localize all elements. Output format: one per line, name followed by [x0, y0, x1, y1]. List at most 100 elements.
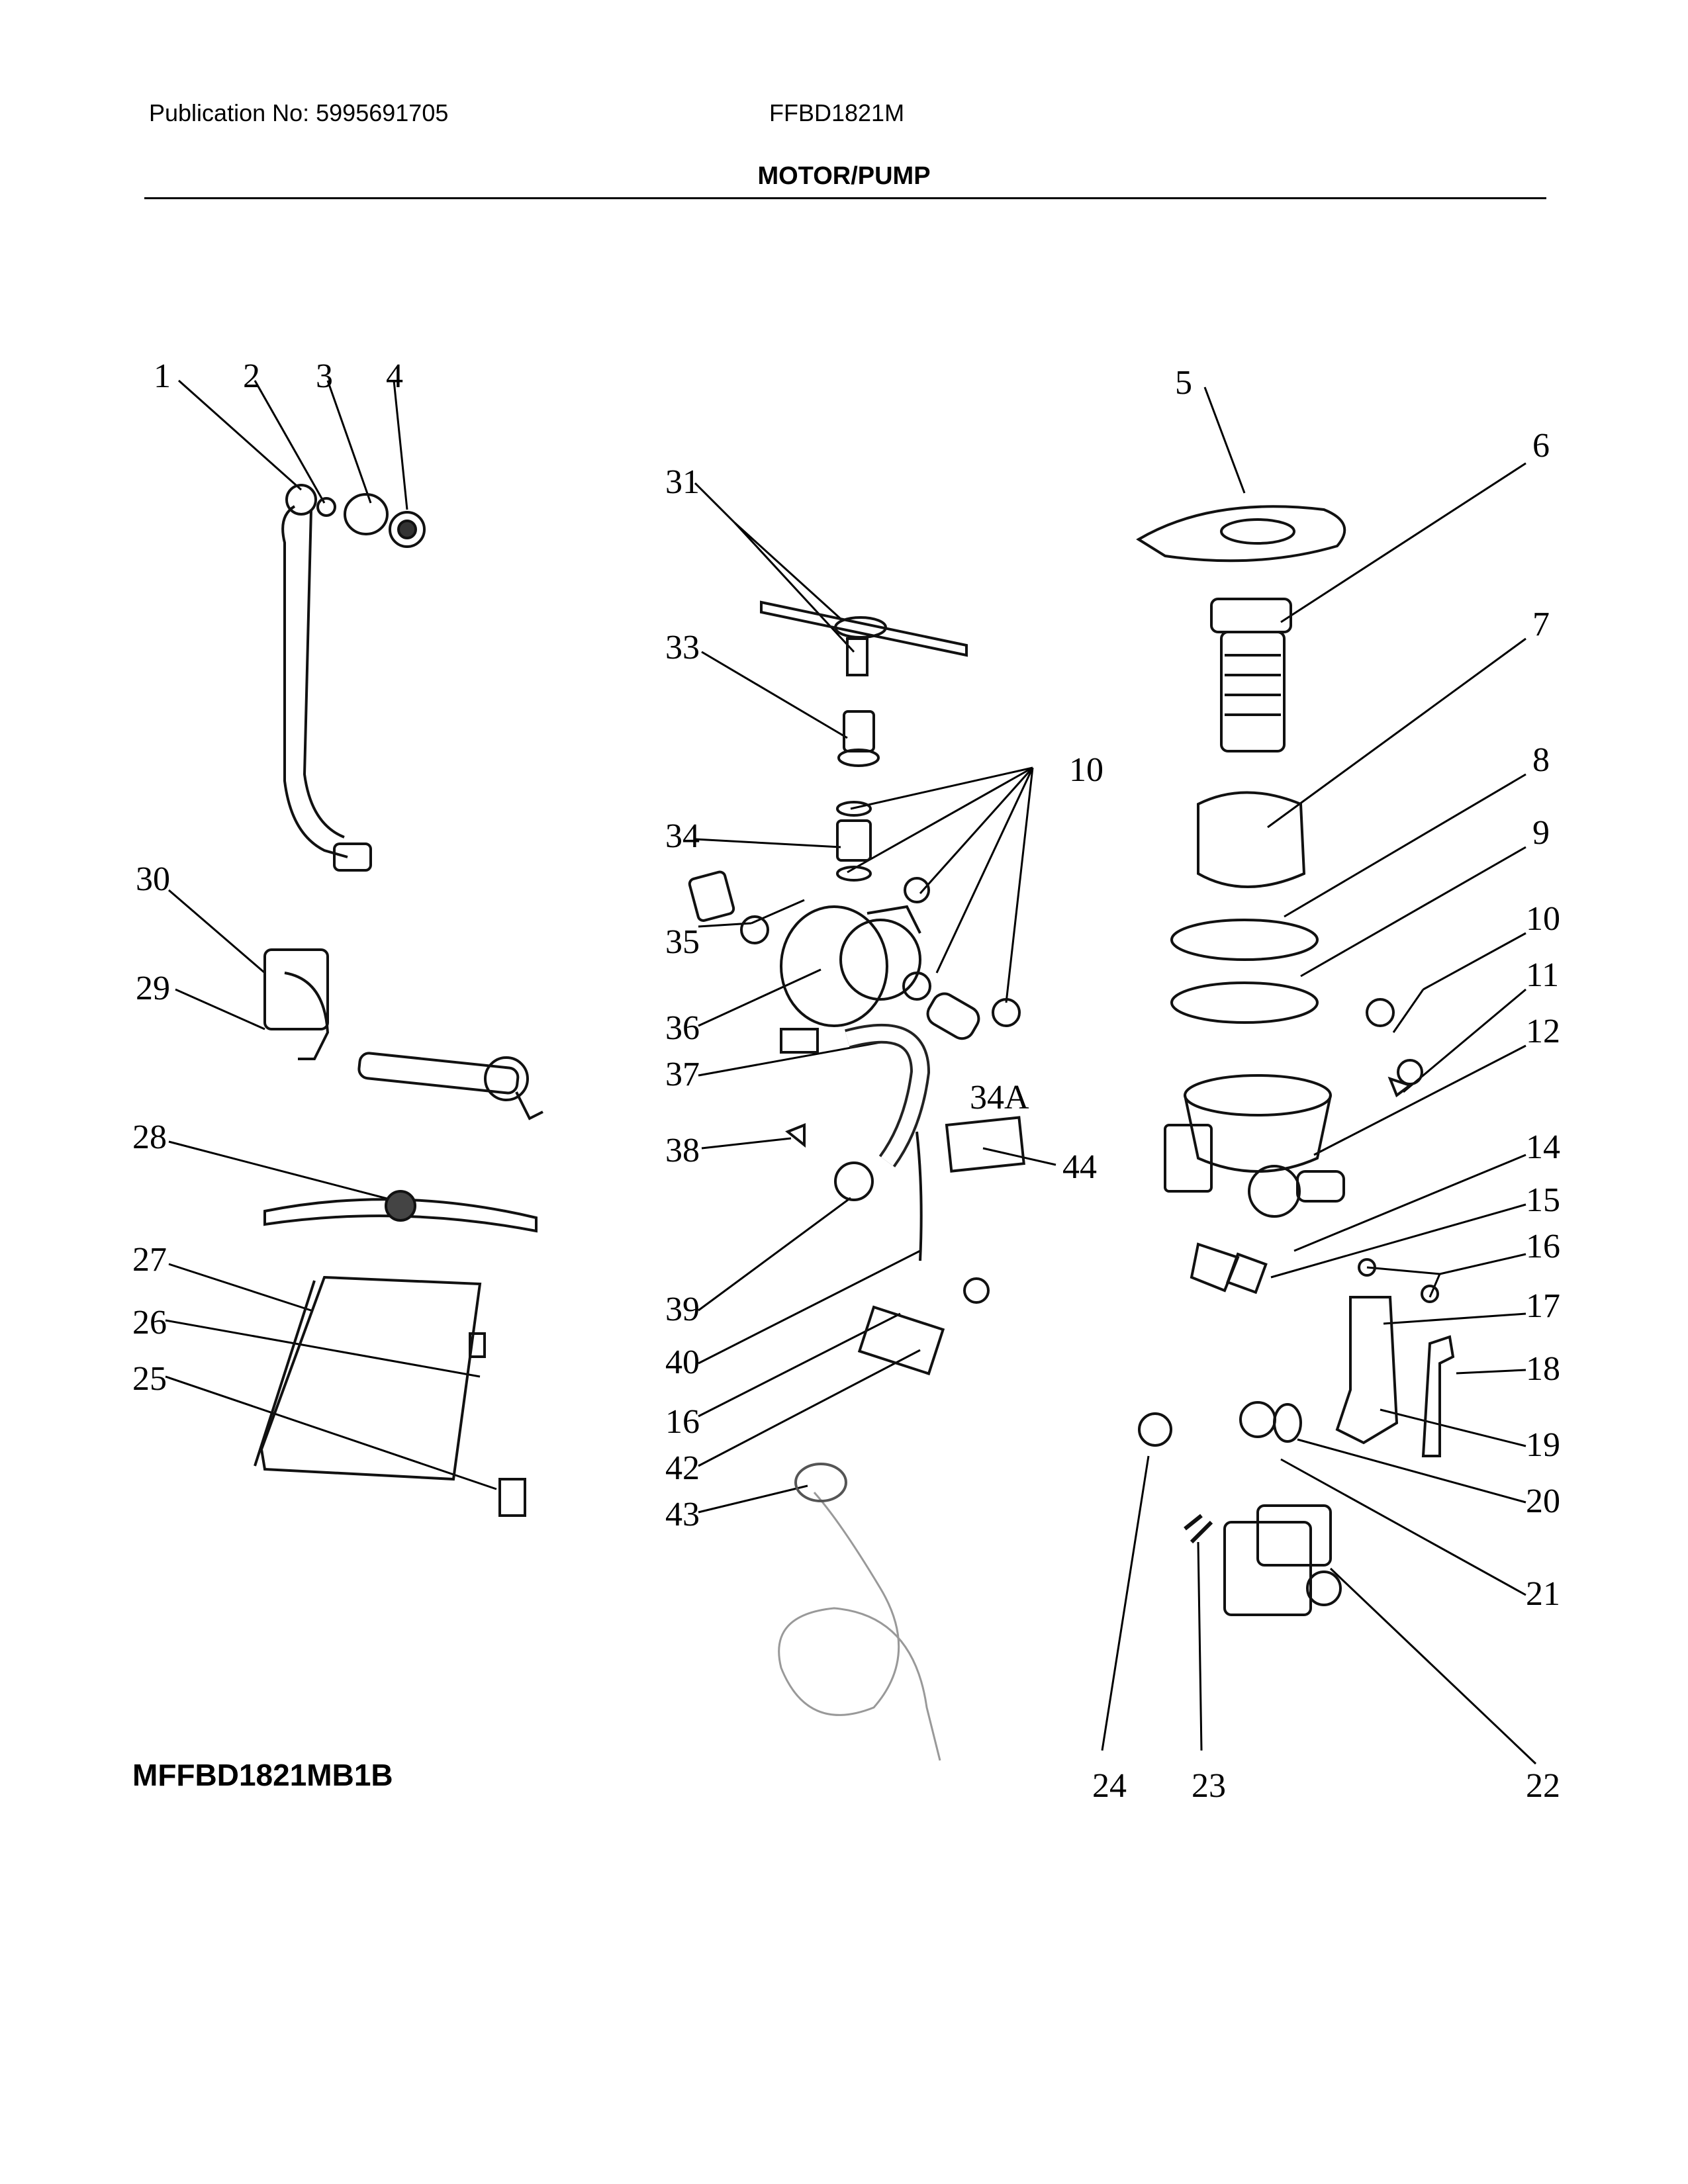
callout-29: 29 [136, 970, 170, 1007]
clamp-24 [1138, 1412, 1172, 1447]
leader-lines [165, 379, 1537, 1765]
callout-2: 2 [243, 357, 260, 395]
callout-10-center: 10 [1069, 751, 1103, 789]
pump-outlet [867, 905, 921, 934]
connector-hose [836, 819, 872, 862]
wire-frame [259, 1275, 482, 1481]
callout-43: 43 [665, 1496, 700, 1533]
callout-4: 4 [386, 357, 403, 395]
clamp-lower [836, 866, 872, 882]
callout-1: 1 [154, 357, 171, 395]
sump-outlet [1248, 1165, 1301, 1218]
coarse-filter [1220, 631, 1286, 752]
pump-hose-34a [926, 992, 980, 1040]
filter-ring [1170, 919, 1319, 961]
wire-clip [469, 1332, 486, 1358]
tube-end-fitting [333, 842, 372, 872]
screw-23 [1184, 1514, 1203, 1531]
bracket-15 [1226, 1252, 1268, 1295]
callout-30: 30 [136, 860, 170, 898]
fine-filter-cylinder [1197, 791, 1306, 888]
nut [389, 511, 426, 548]
callout-35: 35 [665, 923, 700, 961]
callout-19: 19 [1526, 1426, 1560, 1464]
callout-20: 20 [1526, 1482, 1560, 1520]
callout-37: 37 [665, 1056, 700, 1093]
clamp-right [904, 877, 930, 903]
sump-side-box [1164, 1124, 1213, 1193]
drain-elbow-18 [1421, 1335, 1455, 1457]
callout-38: 38 [665, 1132, 700, 1169]
clamp-16a [1358, 1258, 1376, 1277]
callout-18: 18 [1526, 1350, 1560, 1388]
callout-34a: 34A [970, 1079, 1029, 1116]
wire [915, 1131, 923, 1261]
clamp [836, 801, 872, 817]
heater-bracket [945, 1116, 1025, 1173]
manifold-bracket [263, 948, 329, 1030]
tube-inlet [285, 484, 317, 516]
motor-connector [780, 1028, 819, 1054]
frame-pegs [498, 1478, 526, 1517]
callout-34: 34 [665, 817, 700, 855]
filter-cap [1210, 598, 1292, 633]
o-ring [316, 497, 336, 517]
clip [785, 1123, 806, 1148]
callout-24: 24 [1092, 1767, 1127, 1805]
callout-15: 15 [1526, 1181, 1560, 1219]
callout-22: 22 [1526, 1767, 1560, 1805]
callout-9: 9 [1532, 814, 1550, 852]
pump-inlet-seal [688, 870, 735, 922]
clamp-10-right [1366, 998, 1395, 1027]
callout-7: 7 [1532, 606, 1550, 643]
spray-arm-hub [846, 637, 868, 676]
manifold-hub [484, 1056, 529, 1101]
callout-21: 21 [1526, 1575, 1560, 1613]
callout-16-center: 16 [665, 1403, 700, 1441]
tube-coupling [344, 493, 389, 535]
drain-pump-22 [1223, 1521, 1312, 1616]
callout-36: 36 [665, 1009, 700, 1047]
callout-labels: 1 2 3 4 5 6 7 8 9 10 10 10 11 12 14 15 1… [132, 357, 1560, 1805]
filter-plate [1136, 505, 1346, 563]
callout-10-right: 10 [1526, 900, 1560, 938]
seal-21 [1273, 1403, 1302, 1443]
callout-11: 11 [1526, 956, 1559, 994]
drain-hose-coil [778, 1492, 941, 1761]
lower-spray-arm [263, 1198, 538, 1233]
callout-33: 33 [665, 629, 700, 666]
callout-14: 14 [1526, 1128, 1560, 1166]
pump-gasket [740, 915, 769, 944]
callout-23: 23 [1192, 1767, 1226, 1805]
feed-tube-nut [843, 710, 875, 752]
publication-number: Publication No: 5995691705 [149, 99, 449, 126]
sump-gasket [1170, 981, 1319, 1024]
callout-44: 44 [1062, 1148, 1097, 1186]
pump-cover-19 [1335, 1296, 1399, 1445]
upper-spray-arm [760, 600, 968, 657]
catalog-code: MFFBD1821MB1B [132, 1758, 393, 1792]
section-title: MOTOR/PUMP [757, 162, 931, 190]
hose-end [794, 1463, 847, 1502]
callout-17: 17 [1526, 1287, 1560, 1325]
model-number: FFBD1821M [769, 99, 905, 126]
callout-6: 6 [1532, 427, 1550, 465]
inlet-valve [857, 1305, 945, 1376]
callout-5: 5 [1175, 364, 1192, 402]
callout-12: 12 [1526, 1013, 1560, 1050]
bracket-14 [1190, 1242, 1240, 1293]
header-rule [144, 197, 1546, 199]
sump-housing [1184, 1074, 1332, 1116]
clamp-16b [1421, 1285, 1439, 1303]
callout-16-right: 16 [1526, 1228, 1560, 1265]
sensor [834, 1161, 874, 1201]
callout-31: 31 [665, 463, 700, 501]
upper-spray-tube [281, 505, 348, 858]
callout-28: 28 [132, 1118, 167, 1156]
clamp-34a [992, 998, 1021, 1027]
callout-40: 40 [665, 1343, 700, 1381]
manifold-pipe [357, 1052, 520, 1095]
callout-25: 25 [132, 1360, 167, 1398]
callout-39: 39 [665, 1291, 700, 1328]
